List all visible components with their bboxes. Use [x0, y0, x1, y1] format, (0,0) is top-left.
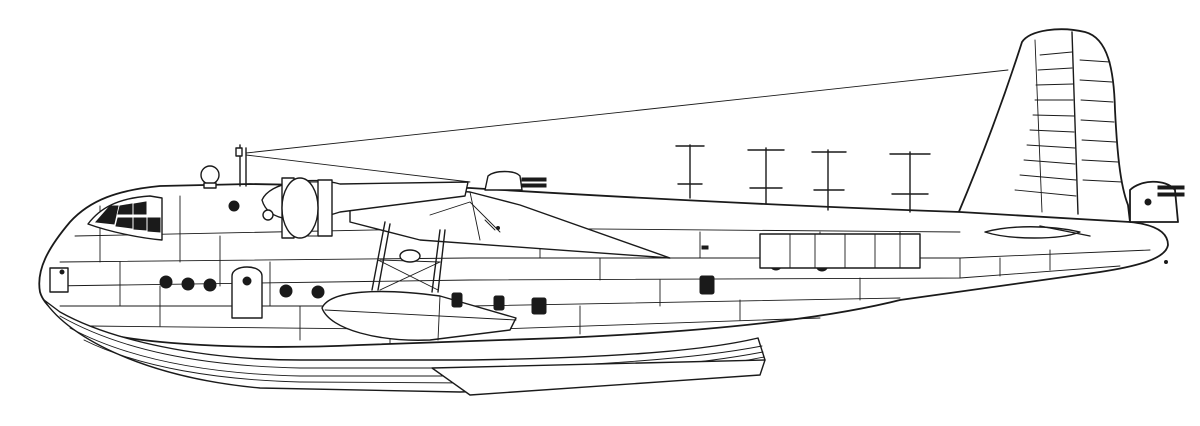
aerial-wire [245, 69, 1009, 183]
aerial-mast [235, 144, 247, 187]
radar-aerial-1 [675, 144, 705, 199]
hull-windows [451, 275, 715, 315]
cockpit-canopy [87, 195, 163, 241]
tailplane [984, 225, 1091, 239]
radar-aerials [675, 144, 931, 213]
weapon-bay-doors [759, 233, 921, 269]
nose-hatch [49, 267, 69, 293]
wing-float-struts [371, 221, 446, 293]
engine-nacelle [261, 177, 469, 239]
hull-details [59, 226, 1168, 275]
fin-ribs [1014, 51, 1123, 197]
astrodome [200, 165, 220, 189]
radar-aerial-4 [889, 151, 931, 213]
wing-float [321, 290, 517, 341]
hull-bottom [43, 299, 766, 396]
entrance-door [231, 266, 263, 319]
tail-fin [957, 28, 1131, 223]
radar-aerial-2 [747, 147, 785, 205]
radar-aerial-3 [811, 149, 847, 211]
tail-turret [1129, 180, 1185, 223]
dorsal-turret [484, 170, 547, 191]
